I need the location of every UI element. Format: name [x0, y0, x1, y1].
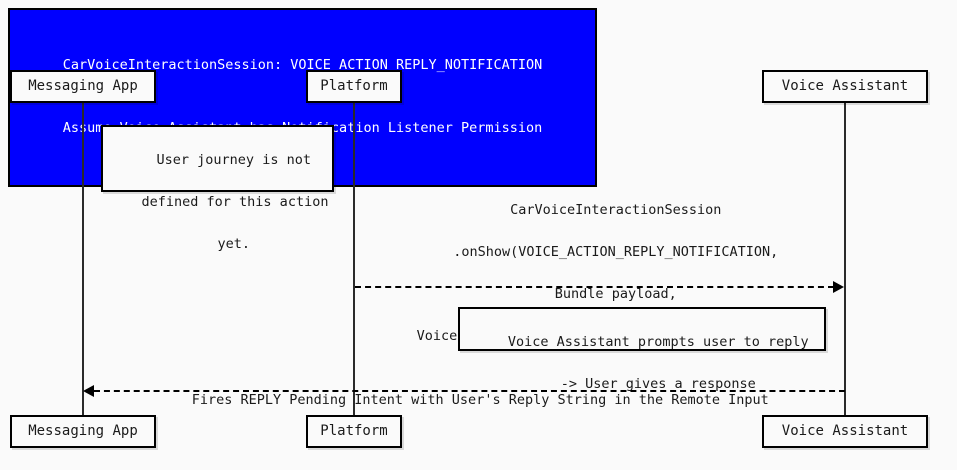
message-onshow-label-line-3: Bundle payload, — [554, 286, 677, 302]
message-reply-pending-intent-label: Fires REPLY Pending Intent with User's R… — [83, 369, 845, 432]
note-voice-prompt-line-2: -> User gives a response — [560, 376, 756, 392]
message-reply-pending-intent-arrow-line — [94, 390, 845, 392]
message-onshow-arrow-head-icon — [833, 281, 844, 293]
participant-footer-platform[interactable]: Platform — [306, 415, 402, 448]
participant-footer-voice-assistant-label: Voice Assistant — [781, 423, 909, 439]
note-voice-prompt-line-1: Voice Assistant prompts user to reply — [507, 334, 809, 350]
participant-footer-messaging-app-label: Messaging App — [28, 423, 138, 439]
participant-header-platform-label: Platform — [320, 78, 388, 94]
participant-header-messaging-app[interactable]: Messaging App — [10, 70, 156, 103]
diagram-title-line-1: CarVoiceInteractionSession: VOICE_ACTION… — [62, 57, 543, 73]
participant-header-voice-assistant-label: Voice Assistant — [781, 78, 909, 94]
message-reply-pending-intent-label-line-1: Fires REPLY Pending Intent with User's R… — [191, 392, 769, 408]
note-user-journey-line-1: User journey is not — [156, 152, 311, 168]
lifeline-voice-assistant — [844, 103, 846, 415]
participant-header-voice-assistant[interactable]: Voice Assistant — [762, 70, 928, 103]
message-onshow-label-line-1: CarVoiceInteractionSession — [510, 202, 722, 218]
participant-header-platform[interactable]: Platform — [306, 70, 402, 103]
message-onshow-arrow-line — [355, 286, 834, 288]
note-user-journey: User journey is not defined for this act… — [101, 125, 334, 252]
participant-footer-platform-label: Platform — [320, 423, 388, 439]
participant-footer-messaging-app[interactable]: Messaging App — [10, 415, 156, 448]
note-user-journey-line-3: yet. — [217, 236, 251, 252]
participant-footer-voice-assistant[interactable]: Voice Assistant — [762, 415, 928, 448]
message-onshow-label-line-2: .onShow(VOICE_ACTION_REPLY_NOTIFICATION, — [453, 244, 779, 260]
lifeline-messaging-app — [82, 103, 84, 415]
note-voice-prompt: Voice Assistant prompts user to reply ->… — [458, 307, 826, 392]
message-reply-pending-intent-arrow-head-icon — [83, 385, 94, 397]
note-user-journey-line-2: defined for this action — [141, 194, 329, 210]
lifeline-platform — [353, 103, 355, 415]
participant-header-messaging-app-label: Messaging App — [28, 78, 138, 94]
